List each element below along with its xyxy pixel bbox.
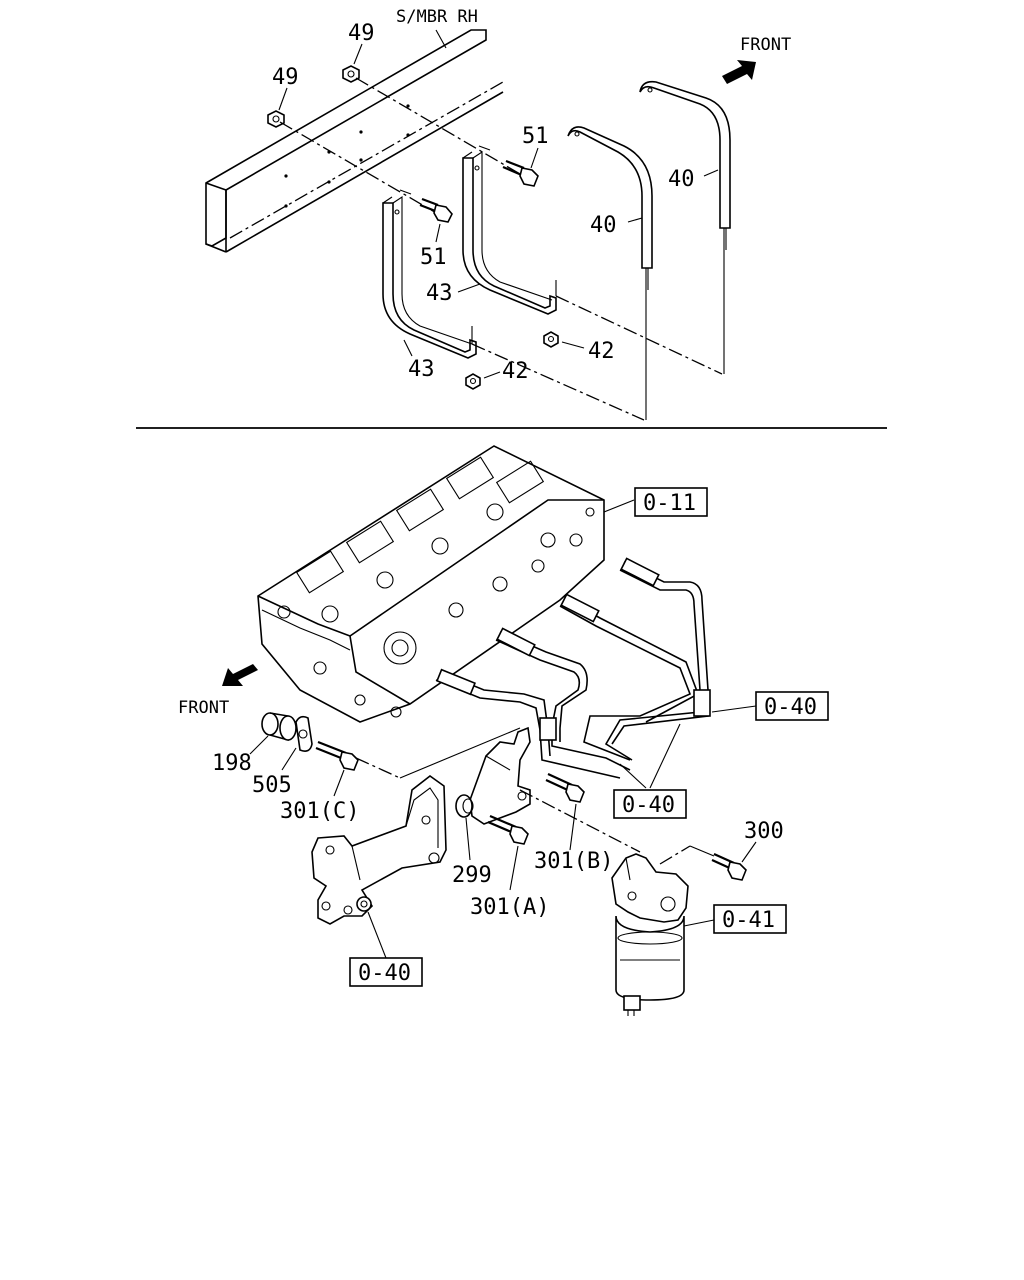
side-member-label: S/MBR RH xyxy=(396,7,478,27)
cylinder-head xyxy=(257,445,605,723)
top-section: S/MBR RH FRONT 49 49 51 xyxy=(205,7,791,421)
callout-299: 299 xyxy=(452,863,492,888)
arrow-upright-icon xyxy=(722,60,756,84)
bracket-40-a xyxy=(567,126,653,290)
bolt-51-b xyxy=(419,197,453,223)
bolt-301-b xyxy=(545,773,585,803)
callout-43-a: 43 xyxy=(426,281,453,306)
nut-49-b xyxy=(267,110,285,128)
ref-label-pipe-clips: 0-40 xyxy=(622,793,675,818)
arrow-downleft-icon xyxy=(222,664,258,686)
side-member-rail xyxy=(205,29,504,253)
member-leader xyxy=(435,29,447,49)
spacer-198 xyxy=(261,712,297,742)
ref-label-mount-bracket: 0-40 xyxy=(358,961,411,986)
damper-299 xyxy=(455,794,474,818)
callout-301-b: 301(B) xyxy=(534,849,613,874)
ref-box-pipe-clips[interactable] xyxy=(613,789,687,819)
ref-label-fuel-pipes: 0-40 xyxy=(764,695,817,720)
bolt-301-c xyxy=(315,740,359,771)
callout-51-a: 51 xyxy=(522,124,549,149)
nut-42-a xyxy=(543,331,559,348)
bracket-40-b xyxy=(639,80,731,250)
ref-box-fuel-filter[interactable] xyxy=(713,904,787,934)
ref-box-mount-bracket[interactable] xyxy=(349,957,423,987)
callout-40-b: 40 xyxy=(668,167,695,192)
bracket-43-a xyxy=(462,150,557,315)
callout-301-c: 301(C) xyxy=(280,799,359,824)
bolt-301-a xyxy=(487,814,529,845)
bolt-51-a xyxy=(502,159,539,187)
callout-49-a: 49 xyxy=(348,21,375,46)
callout-40-a: 40 xyxy=(590,213,617,238)
callout-42-b: 42 xyxy=(502,359,529,384)
callout-505: 505 xyxy=(252,773,292,798)
callout-198: 198 xyxy=(212,751,252,776)
nut-49-a xyxy=(342,65,360,83)
front-label-top: FRONT xyxy=(740,35,791,55)
callout-301-a: 301(A) xyxy=(470,895,549,920)
ref-label-fuel-filter: 0-41 xyxy=(722,908,775,933)
ref-box-cylinder-head[interactable] xyxy=(634,487,708,517)
bottom-section: 0-11 FRONT 0-40 0-40 xyxy=(178,445,829,1016)
nut-42-b xyxy=(465,373,481,390)
callout-49-b: 49 xyxy=(272,65,299,90)
ref-label-cylinder-head: 0-11 xyxy=(643,491,696,516)
front-label-bottom: FRONT xyxy=(178,698,229,718)
fuel-filter xyxy=(611,853,689,1016)
mount-bracket xyxy=(311,775,447,925)
callout-300: 300 xyxy=(744,819,784,844)
callout-51-b: 51 xyxy=(420,245,447,270)
ref-box-fuel-pipes[interactable] xyxy=(755,691,829,721)
callout-43-b: 43 xyxy=(408,357,435,382)
bolt-300 xyxy=(711,852,747,881)
washer-505 xyxy=(295,715,313,752)
bracket-43-b xyxy=(382,195,477,359)
link-arm xyxy=(469,726,531,825)
fuel-pipes xyxy=(435,557,711,779)
callout-42-a: 42 xyxy=(588,339,615,364)
